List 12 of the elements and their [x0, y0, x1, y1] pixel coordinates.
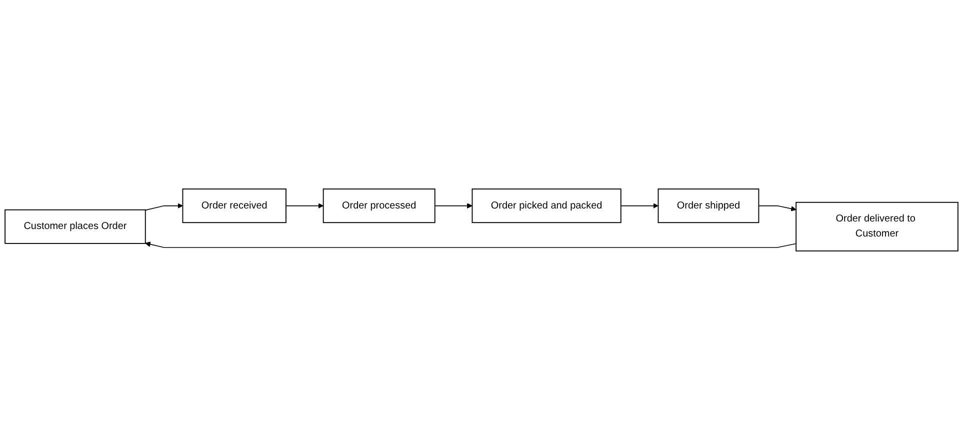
arrow	[144, 202, 183, 210]
arrow	[758, 204, 796, 211]
node-box: Customer places Order	[4, 208, 146, 244]
node-box: Order shipped	[658, 188, 760, 223]
arrow	[434, 202, 472, 208]
node-box: Order delivered to Customer	[796, 201, 958, 251]
node-box: Order picked and packed	[472, 188, 622, 223]
node-box: Order received	[182, 188, 286, 223]
arrow	[286, 202, 324, 208]
node-box: Order processed	[322, 188, 436, 223]
arrow	[620, 202, 658, 208]
arrow	[145, 241, 796, 248]
